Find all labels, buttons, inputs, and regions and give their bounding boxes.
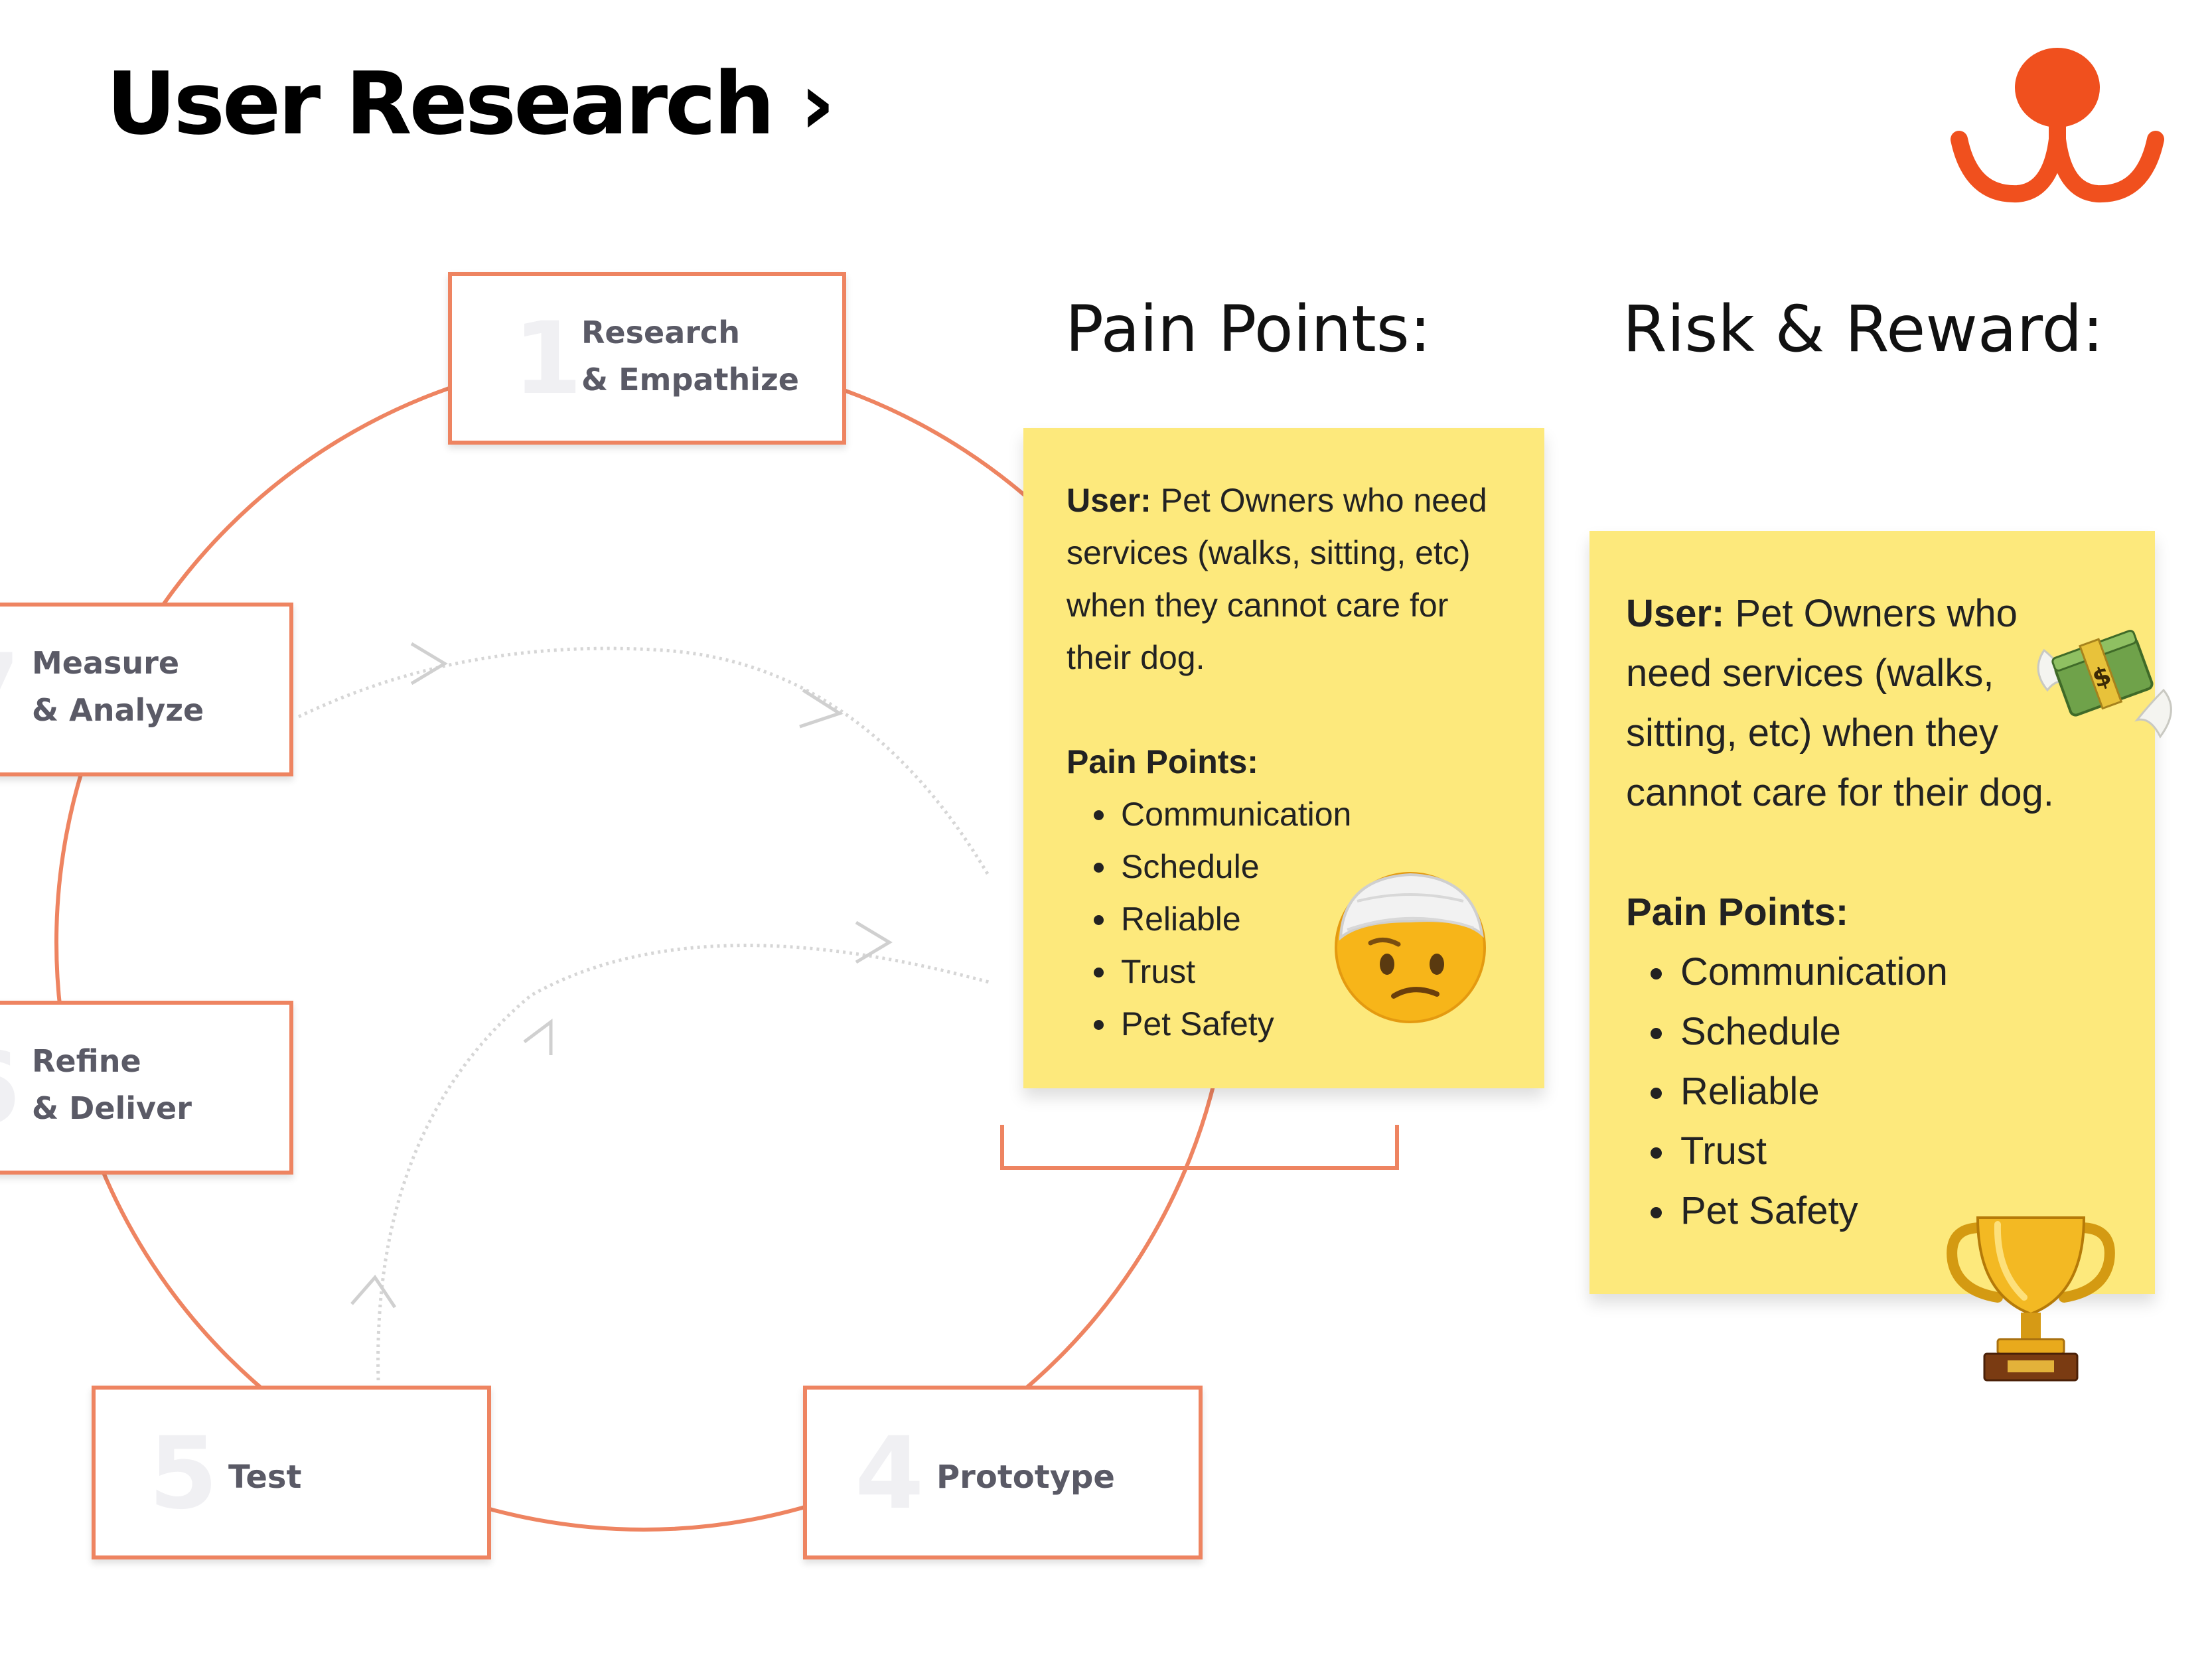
stage-number: 4: [855, 1416, 924, 1532]
stage-label: Refine & Deliver: [32, 1043, 192, 1127]
user-label: User:: [1626, 592, 1725, 635]
trophy-icon: [1947, 1216, 2115, 1382]
stage-label: Test: [228, 1459, 302, 1496]
user-label: User:: [1067, 482, 1151, 519]
arrow-head: [855, 920, 893, 964]
stage-refine-deliver: 6 Refine & Deliver: [0, 1001, 293, 1175]
risk-reward-heading: Risk & Reward:: [1623, 292, 2104, 366]
list-item: Trust: [1678, 1121, 2102, 1181]
stage-research-empathize: 1 Research & Empathize: [448, 272, 846, 445]
stage-number: 1: [513, 301, 583, 417]
pain-points-list-title: Pain Points:: [1067, 743, 1258, 780]
list-item: Pet Safety: [1678, 1181, 2102, 1241]
inner-flow-arrows: [297, 646, 991, 1381]
brand-logo-icon: [1951, 48, 2164, 203]
list-item: Communication: [1678, 942, 2102, 1002]
stage-label: Measure & Analyze: [32, 645, 204, 729]
stage-measure-analyze: 7 Measure & Analyze: [0, 603, 293, 776]
stage-test: 5 Test: [92, 1386, 491, 1559]
user-text: Pet Owners who need services (walks, sit…: [1626, 592, 2054, 814]
arrow-head: [350, 1274, 397, 1309]
pain-points-list: Communication Schedule Reliable Trust Pe…: [1067, 788, 1505, 1050]
pain-points-sticky-note: User: Pet Owners who need services (walk…: [1023, 428, 1544, 1088]
user-description: User: Pet Owners who need services (walk…: [1067, 474, 1505, 684]
stage-number: 6: [0, 1039, 20, 1139]
list-item: Reliable: [1118, 893, 1505, 946]
user-description: User: Pet Owners who need services (walk…: [1626, 584, 2102, 823]
page-title: User Research ›: [106, 53, 836, 154]
stage-number: 5: [149, 1416, 218, 1532]
stage-number: 7: [0, 641, 20, 741]
pain-points-list: Communication Schedule Reliable Trust Pe…: [1626, 942, 2102, 1241]
arrow-head: [799, 688, 844, 729]
list-item: Reliable: [1678, 1062, 2102, 1121]
list-item: Communication: [1118, 788, 1505, 841]
user-text: Pet Owners who need services (walks, sit…: [1067, 482, 1487, 676]
list-item: Schedule: [1118, 841, 1505, 893]
face-with-head-bandage-icon: [1335, 872, 1486, 1023]
stage-prototype: 4 Prototype: [803, 1386, 1203, 1559]
stage-label: Research & Empathize: [581, 315, 799, 398]
list-item: Trust: [1118, 946, 1505, 998]
pain-points-heading: Pain Points:: [1065, 292, 1432, 366]
arrow-head: [523, 1019, 553, 1055]
pain-points-list-title: Pain Points:: [1626, 891, 1849, 934]
stage-label: Prototype: [936, 1459, 1115, 1496]
money-with-wings-icon: $: [2037, 630, 2172, 739]
list-item: Schedule: [1678, 1002, 2102, 1062]
list-item: Pet Safety: [1118, 998, 1505, 1050]
hidden-stage-box: [1000, 1125, 1399, 1170]
arrow-head: [410, 642, 448, 685]
